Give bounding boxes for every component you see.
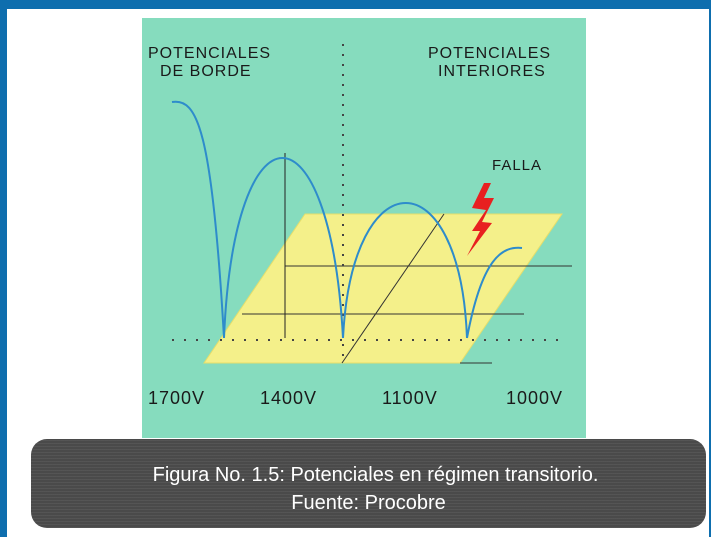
fault-label: FALLA bbox=[492, 157, 542, 174]
caption-line1: Figura No. 1.5: Potenciales en régimen t… bbox=[152, 464, 599, 486]
potentials-diagram: POTENCIALES DE BORDE POTENCIALES INTERIO… bbox=[142, 18, 586, 438]
curve-arch-2 bbox=[342, 202, 468, 339]
caption-line2: Fuente: Procobre bbox=[291, 492, 446, 514]
figure-caption: Figura No. 1.5: Potenciales en régimen t… bbox=[31, 439, 706, 528]
right-header-line2: INTERIORES bbox=[438, 63, 546, 80]
voltage-label-4: 1000V bbox=[506, 388, 563, 408]
curve-arch-3 bbox=[466, 246, 523, 339]
right-header-line1: POTENCIALES bbox=[428, 45, 551, 62]
left-header-line1: POTENCIALES bbox=[148, 45, 271, 62]
curve-arch-1 bbox=[223, 157, 344, 339]
curve-edge-descent bbox=[171, 100, 225, 339]
left-header-line2: DE BORDE bbox=[160, 63, 252, 80]
frame-right-border bbox=[709, 0, 711, 537]
voltage-label-3: 1100V bbox=[382, 388, 438, 408]
voltage-label-1: 1700V bbox=[148, 388, 205, 408]
plane-grid-line-diagonal bbox=[341, 213, 445, 364]
frame-left-border bbox=[0, 0, 7, 537]
frame-top-border bbox=[0, 0, 711, 9]
ground-plane bbox=[203, 213, 563, 364]
lightning-icon bbox=[467, 183, 494, 256]
diagram-svg: POTENCIALES DE BORDE POTENCIALES INTERIO… bbox=[142, 18, 586, 438]
voltage-label-2: 1400V bbox=[260, 388, 317, 408]
